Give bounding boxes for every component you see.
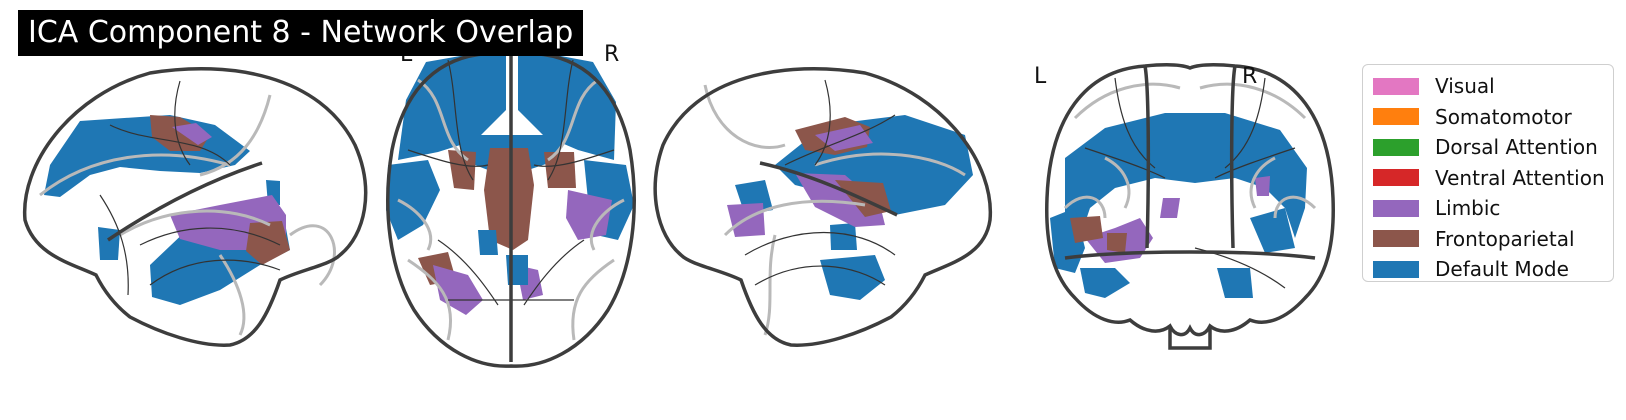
limbic-blob	[566, 190, 612, 240]
legend-label: Somatomotor	[1435, 104, 1572, 129]
dmn-blob	[830, 223, 857, 250]
coronal-right-label: R	[1242, 64, 1258, 89]
coronal-blobs	[1050, 113, 1307, 298]
sagittal-left-view	[22, 67, 368, 347]
limbic-blob	[1160, 198, 1180, 218]
legend-swatch	[1373, 199, 1419, 217]
sagittal-left-sulci	[39, 94, 336, 336]
legend-swatch	[1373, 138, 1419, 156]
legend-item-default-mode: Default Mode	[1373, 254, 1603, 285]
legend-swatch	[1373, 169, 1419, 187]
limbic-blob	[1255, 176, 1270, 196]
axial-right-label: R	[604, 42, 620, 67]
sagittal-left-thin-lines	[99, 80, 281, 296]
dmn-blob	[1065, 113, 1307, 238]
coronal-left-label: L	[1034, 64, 1047, 89]
dmn-blob	[1080, 268, 1130, 298]
frontoparietal-blob	[484, 148, 534, 250]
legend-item-ventral-attention: Ventral Attention	[1373, 163, 1605, 194]
axial-sulci	[397, 78, 625, 341]
frontoparietal-blob	[1107, 233, 1127, 253]
legend-label: Frontoparietal	[1435, 226, 1575, 251]
limbic-blob	[433, 265, 483, 315]
frontoparietal-blob	[246, 221, 290, 265]
dmn-blob	[820, 255, 885, 300]
legend-swatch	[1373, 230, 1419, 248]
legend-item-visual: Visual	[1373, 71, 1603, 102]
frontoparietal-blob	[1070, 216, 1103, 243]
sagittal-left-outline	[22, 67, 368, 347]
legend-label: Default Mode	[1435, 257, 1569, 282]
network-legend: Visual Somatomotor Dorsal Attention Vent…	[1362, 64, 1614, 282]
legend-label: Limbic	[1435, 196, 1501, 221]
frontoparietal-blob	[448, 150, 476, 190]
dmn-blob	[1217, 268, 1253, 298]
dmn-blob	[398, 48, 506, 160]
sagittal-left-fissure	[107, 161, 263, 242]
dmn-blob	[1250, 208, 1295, 253]
legend-label: Visual	[1435, 74, 1495, 99]
limbic-blob	[815, 125, 873, 151]
coronal-view	[1045, 62, 1335, 350]
dmn-blob	[386, 160, 440, 240]
legend-item-dorsal-attention: Dorsal Attention	[1373, 132, 1603, 163]
brainstem-outline	[1168, 326, 1212, 350]
axial-view	[386, 48, 636, 368]
coronal-sulci	[1063, 82, 1317, 219]
sagittal-right-sulci	[703, 84, 966, 336]
axial-outline	[386, 51, 636, 368]
sagittal-right-view	[653, 67, 993, 347]
sagittal-right-blobs	[727, 115, 973, 300]
legend-item-somatomotor: Somatomotor	[1373, 102, 1603, 133]
dmn-blob	[478, 230, 498, 255]
sagittal-right-fissure	[759, 161, 898, 217]
frontoparietal-blob	[544, 152, 576, 188]
legend-item-frontoparietal: Frontoparietal	[1373, 224, 1603, 255]
coronal-divider	[1064, 65, 1316, 260]
legend-swatch	[1373, 108, 1419, 126]
limbic-blob	[172, 123, 212, 145]
legend-item-limbic: Limbic	[1373, 193, 1603, 224]
legend-label: Ventral Attention	[1435, 165, 1605, 190]
sagittal-right-outline	[653, 67, 993, 347]
dmn-blob	[98, 227, 120, 260]
legend-swatch	[1373, 77, 1419, 95]
sagittal-right-thin-lines	[744, 79, 896, 286]
legend-swatch	[1373, 260, 1419, 278]
sagittal-left-blobs	[44, 115, 290, 305]
legend-label: Dorsal Attention	[1435, 135, 1598, 160]
figure-title: ICA Component 8 - Network Overlap	[18, 10, 584, 56]
